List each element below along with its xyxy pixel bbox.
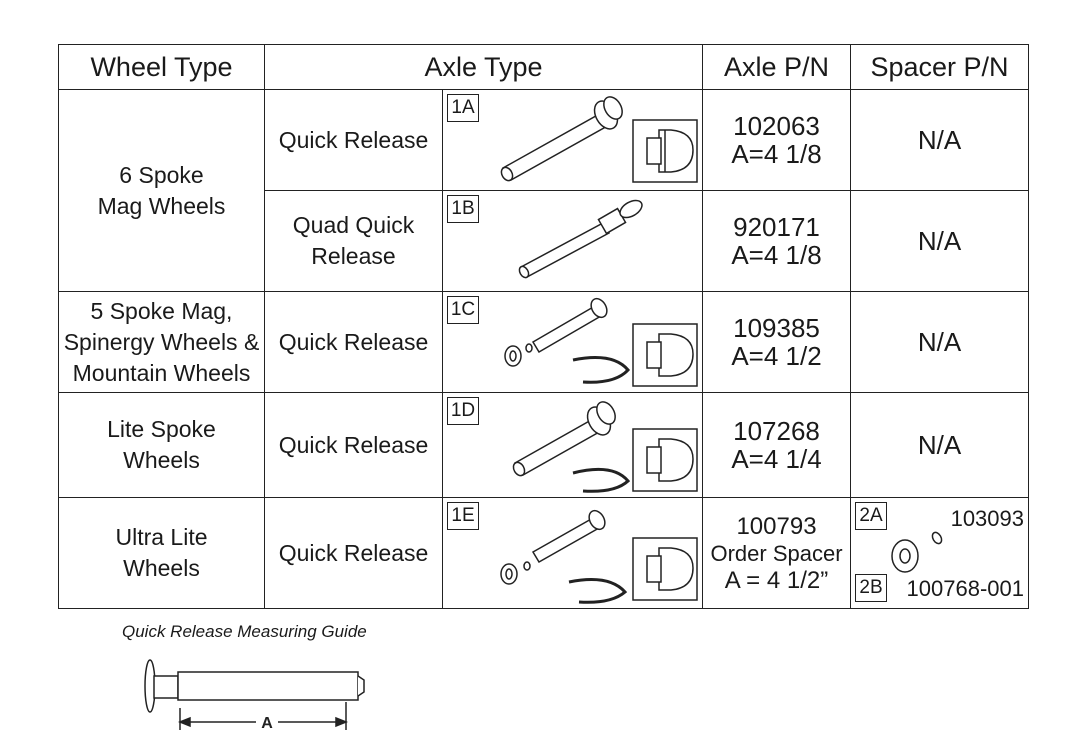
axle-type-cell: Quick Release bbox=[264, 392, 443, 498]
spacer-tag-b: 2B bbox=[855, 574, 887, 602]
axle-pn: 920171 bbox=[733, 212, 820, 242]
wheel-type-cell: Lite Spoke Wheels bbox=[58, 392, 265, 498]
axle-dimension: A=4 1/8 bbox=[731, 240, 822, 270]
axle-type-cell: Quick Release bbox=[264, 89, 443, 191]
header-row: Wheel Type Axle Type Axle P/N Spacer P/N bbox=[58, 44, 1029, 90]
spacer-pn-cell: N/A bbox=[850, 392, 1029, 498]
table-row: 5 Spoke Mag, Spinergy Wheels & Mountain … bbox=[58, 291, 1029, 393]
axle-tag: 1E bbox=[447, 502, 479, 530]
quad-quick-release-axle-drawing bbox=[518, 199, 643, 279]
axle-tag: 1B bbox=[447, 195, 479, 223]
header-axle-type: Axle Type bbox=[264, 44, 703, 90]
wheel-type-label: 5 Spoke Mag, Spinergy Wheels & Mountain … bbox=[63, 297, 260, 386]
spacer-pn-cell: 2A 103093 2B 100768-001 bbox=[850, 497, 1029, 609]
wheel-type-cell: 5 Spoke Mag, Spinergy Wheels & Mountain … bbox=[58, 291, 265, 393]
axle-image-cell: 1C bbox=[442, 291, 703, 393]
axle-pn: 102063 bbox=[733, 111, 820, 141]
axle-image-cell: 1A bbox=[442, 89, 703, 191]
header-axle-pn: Axle P/N bbox=[702, 44, 851, 90]
table-row: Lite Spoke Wheels Quick Release 1D 10726… bbox=[58, 392, 1029, 498]
quick-release-axle-with-spacer-drawing bbox=[500, 509, 698, 604]
axle-dimension: A=4 1/8 bbox=[731, 139, 822, 169]
order-spacer-note: Order Spacer bbox=[710, 540, 843, 566]
measuring-guide-caption: Quick Release Measuring Guide bbox=[122, 622, 367, 641]
axle-tag: 1D bbox=[447, 397, 479, 425]
axle-pn: 109385 bbox=[733, 313, 820, 343]
axle-pn: 107268 bbox=[733, 416, 820, 446]
axle-dimension: A=4 1/2 bbox=[731, 341, 822, 371]
axle-type-cell: Quick Release bbox=[264, 291, 443, 393]
axle-pn: 100793 bbox=[736, 512, 817, 540]
quick-release-axle-drawing bbox=[500, 96, 698, 183]
axle-dimension: A = 4 1/2” bbox=[724, 566, 829, 594]
spacer-pn-cell: N/A bbox=[850, 291, 1029, 393]
axle-type-cell: Quad Quick Release bbox=[264, 190, 443, 292]
wheel-type-label: 6 Spoke Mag Wheels bbox=[97, 161, 226, 219]
spacer-pn-a: 103093 bbox=[950, 506, 1024, 531]
axle-type-label: Quad Quick Release bbox=[292, 212, 415, 269]
spacer-pn-cell: N/A bbox=[850, 89, 1029, 191]
axle-image-cell: 1D bbox=[442, 392, 703, 498]
axle-tag: 1A bbox=[447, 94, 479, 122]
axle-tag: 1C bbox=[447, 296, 479, 324]
header-wheel-type: Wheel Type bbox=[58, 44, 265, 90]
wheel-type-label: Ultra Lite Wheels bbox=[115, 524, 208, 581]
axle-image-cell: 1E bbox=[442, 497, 703, 609]
measuring-guide-drawing: A bbox=[144, 659, 365, 732]
wheel-type-cell: Ultra Lite Wheels bbox=[58, 497, 265, 609]
dimension-label: A bbox=[261, 715, 273, 732]
table-row: Ultra Lite Wheels Quick Release 1E 100 bbox=[58, 497, 1029, 609]
axle-pn-cell: 100793 Order Spacer A = 4 1/2” bbox=[702, 497, 851, 609]
wheel-type-label: Lite Spoke Wheels bbox=[107, 416, 216, 473]
table-row: 6 Spoke Mag Wheels Quick Release 1A 1020… bbox=[58, 89, 1029, 292]
quick-release-axle-with-spacer-drawing bbox=[504, 297, 698, 387]
spacer-drawing bbox=[891, 531, 943, 573]
axle-image-cell: 1B bbox=[442, 190, 703, 292]
header-spacer-pn: Spacer P/N bbox=[850, 44, 1029, 90]
spacer-pn-b: 100768-001 bbox=[906, 576, 1024, 601]
spacer-tag-a: 2A bbox=[855, 502, 887, 530]
axle-dimension: A=4 1/4 bbox=[731, 444, 822, 474]
spacer-pn-cell: N/A bbox=[850, 190, 1029, 292]
quick-release-axle-drawing bbox=[512, 401, 698, 493]
axle-type-cell: Quick Release bbox=[264, 497, 443, 609]
axle-parts-table: Wheel Type Axle Type Axle P/N Spacer P/N… bbox=[58, 44, 1029, 609]
wheel-type-cell: 6 Spoke Mag Wheels bbox=[58, 89, 265, 292]
